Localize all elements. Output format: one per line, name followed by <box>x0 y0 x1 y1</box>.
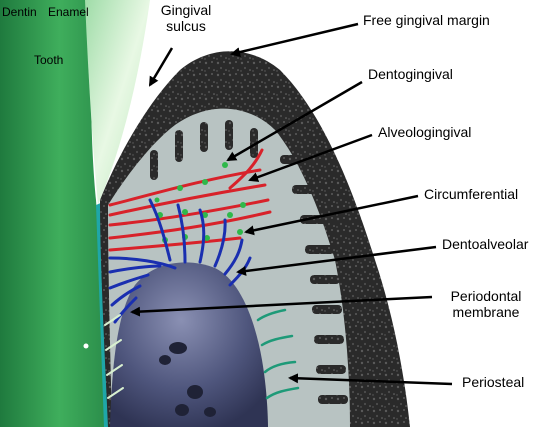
arrow-dentogingival <box>226 80 363 162</box>
label-periodontal-membrane-line1: Periodontal <box>450 288 522 304</box>
label-dentin: Dentin <box>2 5 37 19</box>
label-gingival-sulcus-line2: sulcus <box>166 18 206 34</box>
dentin <box>0 0 108 427</box>
periosteal-fibers <box>256 308 300 400</box>
arrow-free-gingival-margin <box>230 22 359 58</box>
label-dentoalveolar: Dentoalveolar <box>442 236 529 252</box>
arrow-dentoalveolar <box>236 245 437 276</box>
arrow-alveologingival <box>248 133 373 182</box>
label-periodontal-membrane-line2: membrane <box>452 304 520 320</box>
enamel <box>85 0 150 205</box>
label-free-gingival-margin: Free gingival margin <box>363 12 490 28</box>
label-circumferential: Circumferential <box>424 186 519 202</box>
bone-marrow-spaces <box>159 342 216 417</box>
membrane-fibers <box>104 314 124 399</box>
label-gingival-sulcus-line1: Gingival <box>160 2 212 18</box>
label-tooth: Tooth <box>34 53 64 67</box>
rete-pegs <box>150 120 348 404</box>
label-alveologingival: Alveologingival <box>378 124 472 140</box>
leader-arrows <box>130 22 453 386</box>
arrow-periosteal <box>288 373 453 386</box>
arrow-circumferential <box>244 194 419 236</box>
label-periosteal: Periosteal <box>462 374 525 390</box>
dentogingival-fibers <box>108 148 272 252</box>
label-gingival-sulcus: Gingival sulcus <box>150 2 222 34</box>
arrow-periodontal-membrane <box>130 295 433 317</box>
label-periodontal-membrane: Periodontal membrane <box>436 288 536 320</box>
label-enamel: Enamel <box>48 5 89 19</box>
label-dentogingival: Dentogingival <box>368 66 453 82</box>
alveolar-bone <box>110 262 268 427</box>
dentoalveolar-fibers <box>108 198 252 324</box>
dentin-marker-dot <box>83 343 89 349</box>
arrow-gingival-sulcus <box>148 47 174 87</box>
